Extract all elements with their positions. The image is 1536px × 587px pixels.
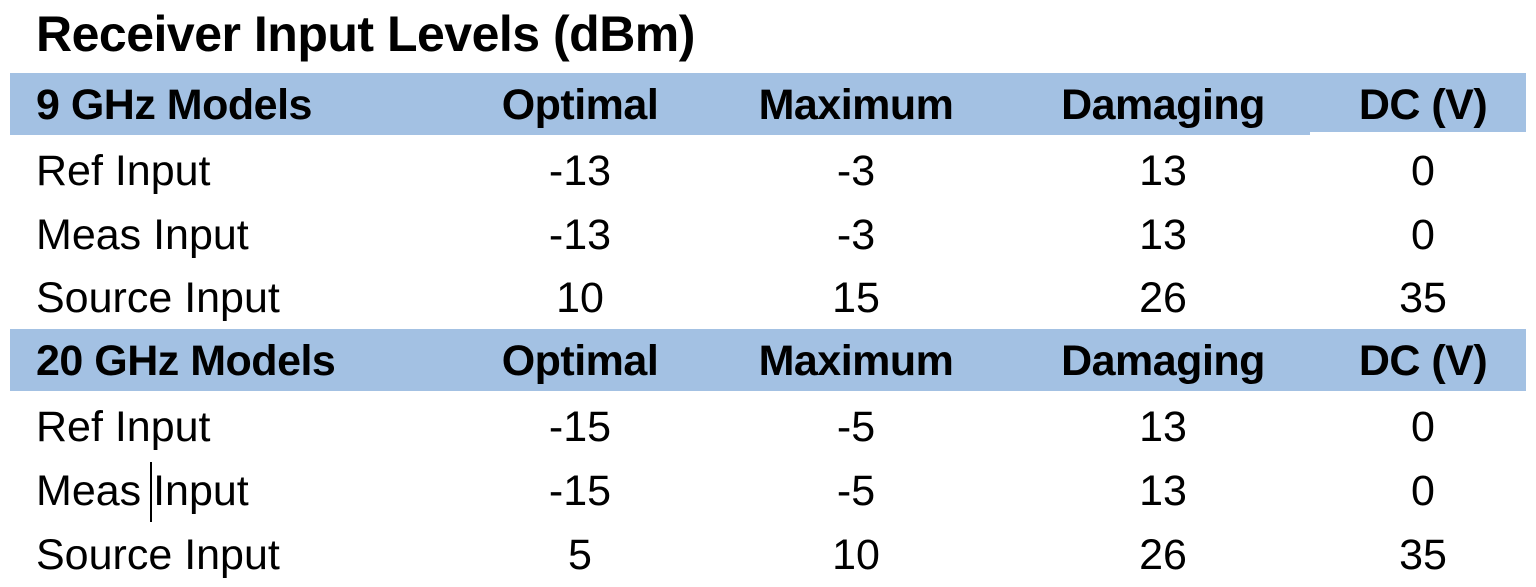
- table-row: Ref Input -15 -5 13 0: [0, 395, 1536, 459]
- maximum-value: -5: [836, 467, 876, 515]
- dc-value: 0: [1411, 403, 1435, 451]
- row-label: Ref Input: [36, 403, 211, 451]
- dc-value: 35: [1399, 531, 1447, 579]
- column-header-dc: DC (V): [1358, 81, 1488, 129]
- damaging-value: 13: [1139, 211, 1187, 259]
- page-title: Receiver Input Levels (dBm): [36, 6, 695, 62]
- table-row: Source Input 5 10 26 35: [0, 523, 1536, 587]
- column-header-dc: DC (V): [1358, 337, 1488, 385]
- damaging-value: 13: [1139, 403, 1187, 451]
- maximum-value: -5: [836, 403, 876, 451]
- column-header-optimal: Optimal: [501, 337, 659, 385]
- dc-value: 35: [1399, 274, 1447, 322]
- row-label: Meas Input: [36, 211, 249, 259]
- optimal-value: -13: [548, 211, 612, 259]
- dc-value: 0: [1411, 467, 1435, 515]
- row-label: Ref Input: [36, 147, 211, 195]
- table-row: Meas Input -15 -5 13 0: [0, 459, 1536, 523]
- row-label: Source Input: [36, 531, 280, 579]
- maximum-value: -3: [836, 147, 876, 195]
- column-header-damaging: Damaging: [1061, 337, 1265, 385]
- maximum-value: 15: [832, 274, 880, 322]
- optimal-value: 10: [556, 274, 604, 322]
- column-header-damaging: Damaging: [1061, 81, 1265, 129]
- damaging-value: 26: [1139, 274, 1187, 322]
- column-header-maximum: Maximum: [758, 337, 954, 385]
- section-label: 20 GHz Models: [36, 337, 336, 385]
- table-row: Ref Input -13 -3 13 0: [0, 139, 1536, 203]
- damaging-value: 13: [1139, 467, 1187, 515]
- column-header-maximum: Maximum: [758, 81, 954, 129]
- text-cursor: [150, 462, 152, 522]
- table-header-20ghz: 20 GHz Models Optimal Maximum Damaging D…: [0, 329, 1536, 393]
- table-row: Meas Input -13 -3 13 0: [0, 203, 1536, 267]
- damaging-value: 13: [1139, 147, 1187, 195]
- optimal-value: 5: [568, 531, 592, 579]
- row-label[interactable]: Meas Input: [36, 467, 249, 515]
- table-row: Source Input 10 15 26 35: [0, 266, 1536, 330]
- header-band-20ghz: [10, 329, 1526, 391]
- band-notch: [1310, 132, 1526, 135]
- maximum-value: 10: [832, 531, 880, 579]
- maximum-value: -3: [836, 211, 876, 259]
- section-label: 9 GHz Models: [36, 81, 312, 129]
- damaging-value: 26: [1139, 531, 1187, 579]
- optimal-value: -15: [548, 467, 612, 515]
- dc-value: 0: [1411, 211, 1435, 259]
- optimal-value: -13: [548, 147, 612, 195]
- table-header-9ghz: 9 GHz Models Optimal Maximum Damaging DC…: [0, 73, 1536, 137]
- header-band-9ghz: [10, 73, 1526, 135]
- optimal-value: -15: [548, 403, 612, 451]
- dc-value: 0: [1411, 147, 1435, 195]
- column-header-optimal: Optimal: [501, 81, 659, 129]
- row-label: Source Input: [36, 274, 280, 322]
